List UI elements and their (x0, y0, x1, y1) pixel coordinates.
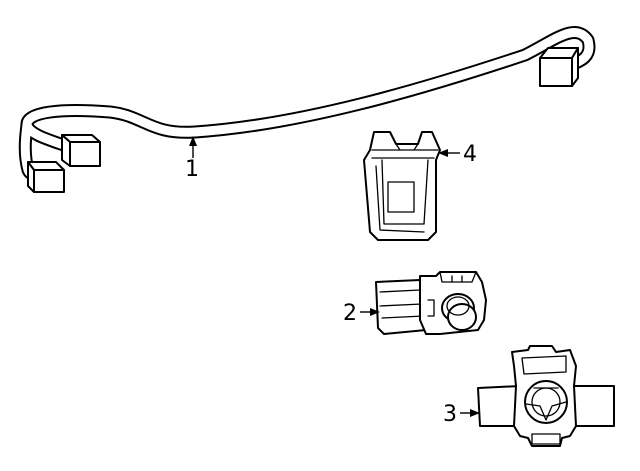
harness-connector-right (539, 47, 579, 87)
wiring-harness (18, 26, 596, 193)
harness-connector-left-upper (61, 134, 101, 167)
sensor-mounting-bracket (477, 345, 615, 447)
callout-label-1: 1 (185, 157, 199, 182)
callout-4: 4 (438, 142, 477, 167)
callout-label-4: 4 (463, 142, 477, 167)
harness-connector-left-lower (27, 161, 65, 193)
sensor-retainer-bracket (363, 131, 441, 241)
parking-sensor (375, 271, 487, 335)
callout-2: 2 (343, 301, 380, 326)
callout-3: 3 (443, 402, 480, 427)
callout-1: 1 (185, 136, 199, 182)
callout-label-3: 3 (443, 402, 457, 427)
callout-label-2: 2 (343, 301, 357, 326)
